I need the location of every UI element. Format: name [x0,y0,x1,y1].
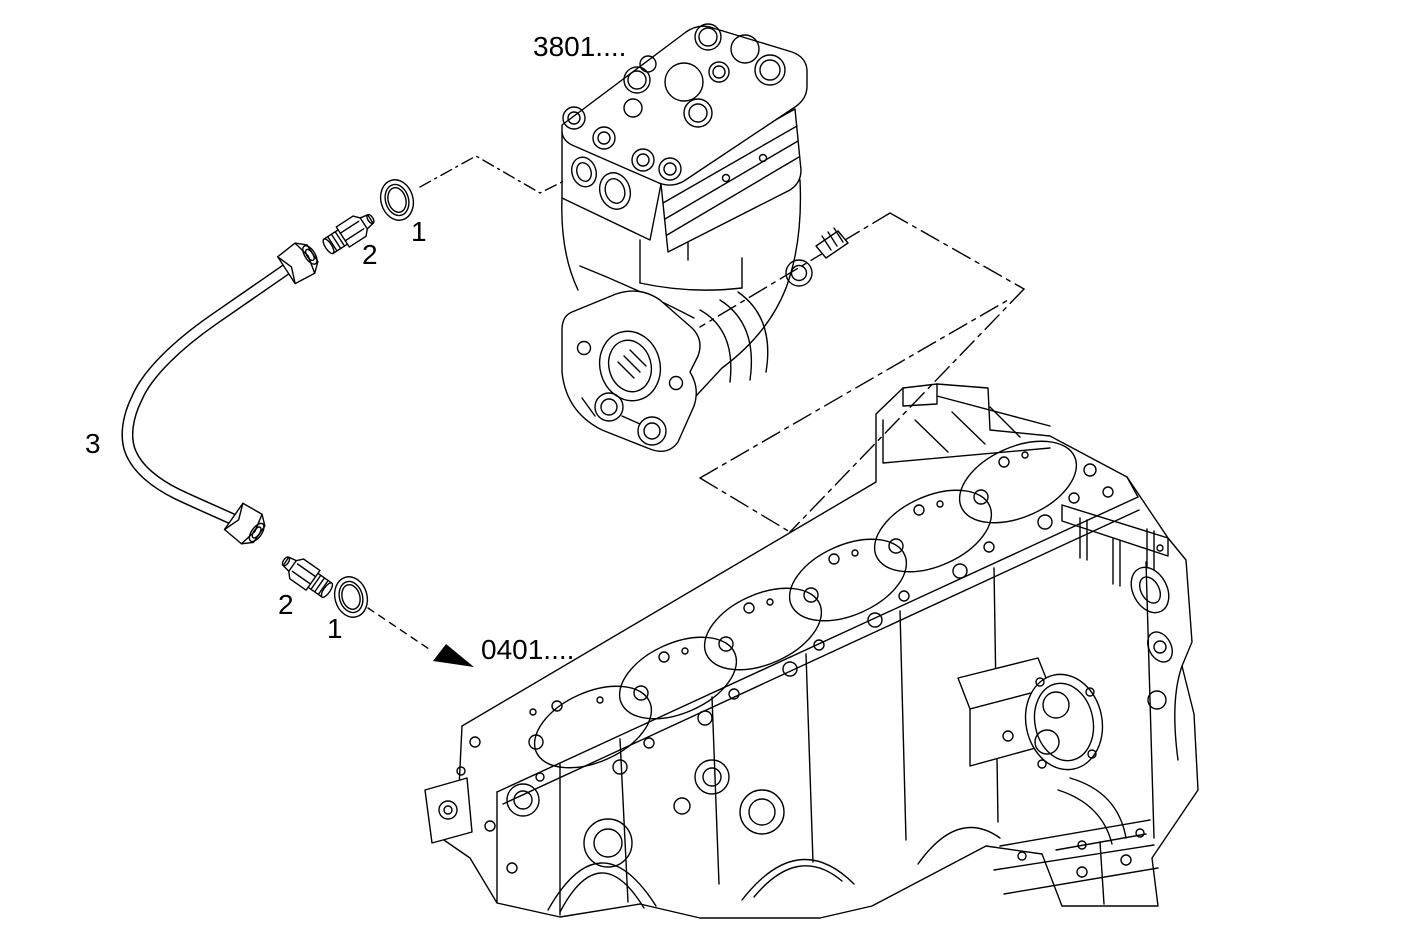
pipe-nut-lower [223,502,266,545]
compressor-flange [561,290,701,452]
direction-arrow [433,644,474,667]
head-bolts-and-ports [562,23,786,181]
union-fitting-lower [281,556,334,598]
union-fitting-upper [322,213,375,255]
callout-3: 3 [85,428,101,459]
callout-1-lower: 1 [327,613,343,644]
deck-holes [528,451,1114,775]
compressor-oil-ports [570,156,632,210]
air-compressor-drawing [561,23,849,452]
oil-pipe-assembly [121,179,415,618]
callout-2-lower: 2 [278,589,294,620]
engine-mount-bracket [1061,504,1169,587]
seal-washer-lower [333,576,369,618]
pipe-nut-upper [277,242,319,285]
mounting-plane-lines [699,212,1025,533]
upper-port-leader-line [419,155,565,194]
labels: 3801.... 0401.... 1 2 3 2 1 [85,31,626,665]
seal-washer-upper [379,179,415,221]
compressor-mounting-pad [882,383,1051,464]
block-ref-label: 0401.... [481,634,574,665]
leader-lines [367,155,565,667]
block-port-leader-line [367,607,433,652]
callout-2-upper: 2 [362,239,378,270]
compressor-ref-label: 3801.... [533,31,626,62]
engine-block-drawing [424,383,1199,919]
oil-delivery-pipe [121,260,297,529]
oil-pump-flange [1024,673,1104,771]
callout-1-upper: 1 [411,216,427,247]
cylinder-bores [533,440,1078,769]
